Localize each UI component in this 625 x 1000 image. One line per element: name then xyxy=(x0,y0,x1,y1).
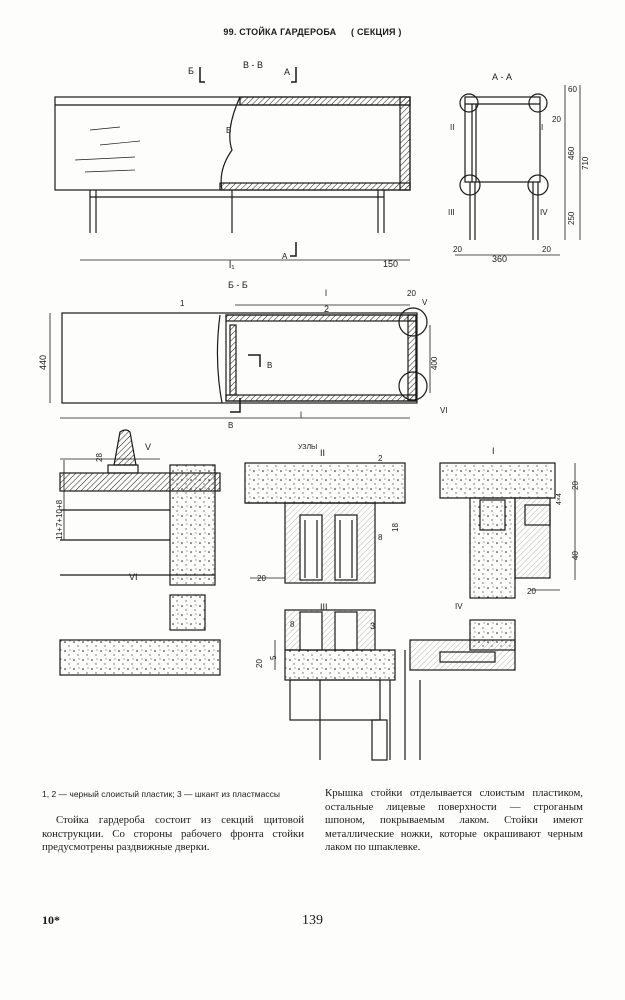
dim-8-a: 8 xyxy=(378,533,383,542)
dim-18: 18 xyxy=(391,523,400,532)
marker-b-top: Б xyxy=(188,66,194,76)
page-title: 99. СТОЙКА ГАРДЕРОБА ( СЕКЦИЯ ) xyxy=(0,27,625,37)
dim-440: 440 xyxy=(38,355,48,370)
section-cut-marker-a xyxy=(291,67,297,83)
node-II-III-detail xyxy=(244,462,406,761)
marker-v-1: В xyxy=(267,361,272,370)
dim-150: 150 xyxy=(383,259,398,269)
node-IV-detail-label: IV xyxy=(455,602,463,611)
dim-400: 400 xyxy=(430,356,439,370)
dim-20-g: 20 xyxy=(527,587,536,596)
signature-mark: 10* xyxy=(42,913,60,927)
node-VI-detail-label: VI xyxy=(129,572,138,582)
dim-40: 40 xyxy=(571,551,580,560)
section-b-label: Б - Б xyxy=(228,280,248,290)
dim-20-d: 20 xyxy=(407,289,416,298)
node-V-detail-label: V xyxy=(145,442,151,452)
callout-1: 1 xyxy=(180,299,185,308)
section-aa-label: А - А xyxy=(492,72,512,82)
elevation-view xyxy=(54,96,411,261)
page-number: 139 xyxy=(302,913,323,928)
title-sub: ( СЕКЦИЯ ) xyxy=(351,27,402,37)
node-II-detail-label: II xyxy=(320,448,325,458)
node-V-label: V xyxy=(422,298,428,307)
dim-8-b: 8 xyxy=(290,620,295,629)
dim-l1: l₁ xyxy=(229,260,235,271)
dim-4x4: 4×4 xyxy=(556,493,563,505)
marker-b-mid: Б xyxy=(226,126,231,135)
node-IV-label-aa: IV xyxy=(540,208,548,217)
section-aa-view xyxy=(455,85,581,256)
dim-28: 28 xyxy=(95,453,104,462)
callout-2: 2 xyxy=(378,454,383,463)
body-text-right: Крышка стойки отделывается слоистым плас… xyxy=(325,787,583,853)
node-I-detail-label: I xyxy=(492,446,495,456)
marker-a-top: А xyxy=(284,67,290,77)
node-V-VI-detail xyxy=(59,429,221,676)
section-bb-label: В - В xyxy=(243,60,263,70)
dim-20-c: 20 xyxy=(552,115,561,124)
node-I-IV-detail xyxy=(409,462,576,760)
dim-710: 710 xyxy=(581,156,590,170)
node-III-label-aa: III xyxy=(448,208,455,217)
body-text-left: Стойка гардероба состоит из секций щитов… xyxy=(42,814,304,853)
dim-l-half: l xyxy=(325,288,327,298)
nodes-label: УЗЛЫ xyxy=(298,444,317,451)
dim-20-e: 20 xyxy=(257,574,266,583)
dim-250: 250 xyxy=(567,211,576,225)
node-I-label-aa: I xyxy=(541,123,543,132)
node-II-label-aa: II xyxy=(450,123,454,132)
dim-20-h: 20 xyxy=(255,659,264,668)
dim-360: 360 xyxy=(492,254,507,264)
node-III-detail-label: III xyxy=(320,602,328,612)
dim-5: 5 xyxy=(269,655,278,660)
section-cut-marker-b xyxy=(199,67,205,83)
dim-2: 2 xyxy=(324,304,329,314)
dim-20-a: 20 xyxy=(453,245,462,254)
dim-460: 460 xyxy=(567,146,576,160)
section-cut-marker-a-bottom xyxy=(290,242,297,257)
dim-stack: 11+7+10+8 xyxy=(55,499,64,540)
dim-20-b: 20 xyxy=(542,245,551,254)
dim-60: 60 xyxy=(568,85,577,94)
marker-a-bottom: А xyxy=(282,252,288,261)
node-VI-label: VI xyxy=(440,406,448,415)
title-main: 99. СТОЙКА ГАРДЕРОБА xyxy=(223,27,337,37)
callout-3: 3 xyxy=(370,621,375,631)
dim-20-f: 20 xyxy=(571,481,580,490)
dim-l: l xyxy=(300,410,302,420)
marker-v-2: В xyxy=(228,421,233,430)
technical-drawing: В - В Б А Б А l₁ 150 А - А II I III IV 6… xyxy=(38,60,590,761)
figure-caption: 1, 2 — черный слоистый пластик; 3 — шкан… xyxy=(42,789,280,799)
section-b-view xyxy=(49,304,431,419)
